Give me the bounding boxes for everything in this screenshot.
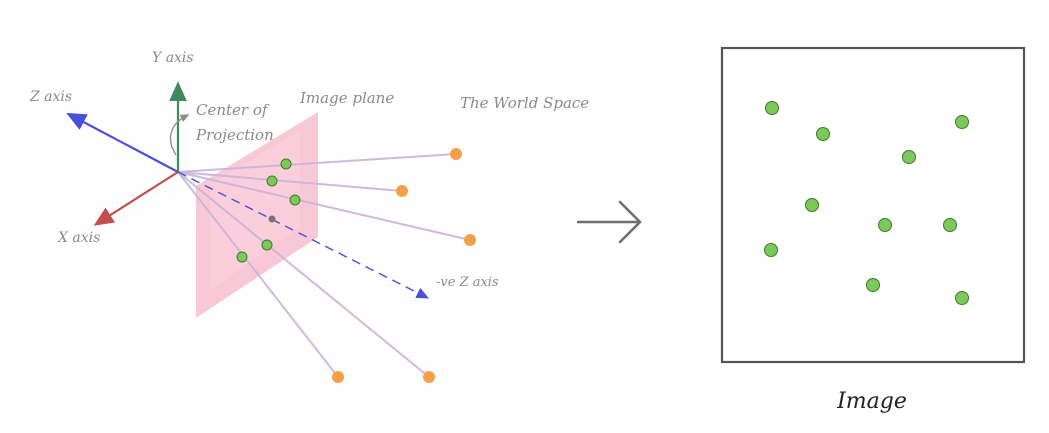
image-point	[955, 291, 969, 305]
chevron-right-arrow-icon	[576, 200, 642, 244]
projected-points	[236, 158, 301, 263]
image-point	[943, 218, 957, 232]
projection-ray	[177, 171, 339, 378]
world-points	[332, 148, 476, 383]
projection-ray	[177, 153, 457, 173]
projection-ray	[177, 171, 403, 192]
center-of-projection-label-line2: Projection	[195, 126, 274, 144]
center-of-projection-label-line1: Center of	[196, 101, 270, 119]
center-of-projection-pointer	[169, 114, 190, 156]
image-plane-highlight	[210, 130, 300, 290]
x-axis-line	[93, 171, 179, 226]
world-space-label: The World Space	[460, 94, 589, 112]
image-points	[764, 101, 969, 305]
z-axis-label: Z axis	[29, 89, 72, 105]
image-plane-label: Image plane	[299, 89, 394, 107]
world-point	[464, 234, 476, 246]
projected-point	[266, 175, 278, 187]
image-point	[902, 150, 916, 164]
image-frame	[720, 46, 1026, 364]
y-axis-label: Y axis	[152, 50, 194, 66]
image-point	[765, 101, 779, 115]
projection-ray	[177, 171, 430, 378]
image-point	[866, 278, 880, 292]
projection-ray	[177, 171, 471, 241]
x-axis-label: X axis	[57, 230, 100, 246]
world-point	[396, 185, 408, 197]
projection-rays	[177, 153, 471, 378]
image-point	[805, 198, 819, 212]
world-point	[332, 371, 344, 383]
projected-point	[236, 251, 248, 263]
image-caption: Image	[836, 389, 907, 414]
projected-point	[289, 194, 301, 206]
principal-point	[268, 215, 276, 223]
projected-point	[261, 239, 273, 251]
neg-z-axis-label: -ve Z axis	[436, 275, 499, 290]
world-point	[423, 371, 435, 383]
image-point	[764, 243, 778, 257]
image-point	[955, 115, 969, 129]
z-axis-line	[66, 112, 179, 173]
neg-z-axis-line	[177, 171, 430, 299]
projected-point	[280, 158, 292, 170]
world-point	[450, 148, 462, 160]
image-point	[816, 127, 830, 141]
image-point	[878, 218, 892, 232]
